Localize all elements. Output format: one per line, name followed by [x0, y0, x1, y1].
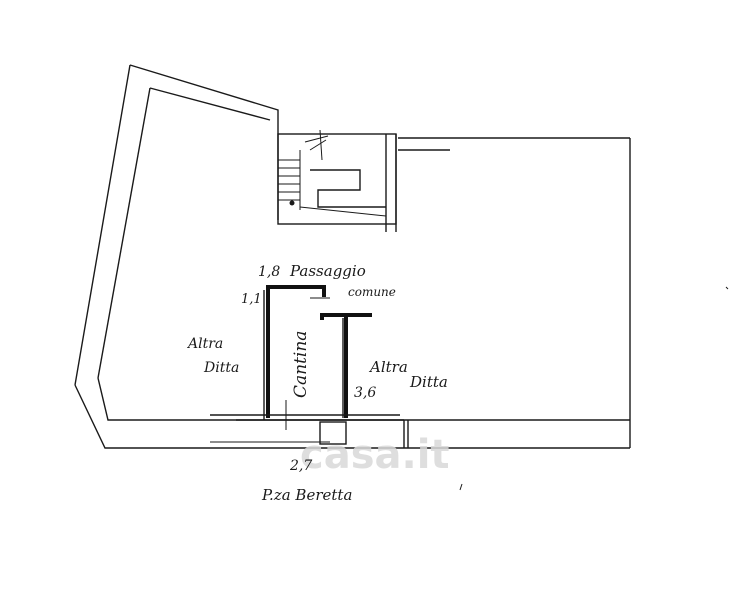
stray-mark: [725, 286, 729, 290]
stair-core: [277, 129, 397, 232]
label-ditta-right: Ditta: [409, 373, 448, 391]
label-cantina: Cantina: [291, 331, 311, 398]
entry-threshold: [210, 400, 409, 448]
stair-steps: [278, 150, 301, 210]
label-piazza: P.za Beretta: [261, 486, 352, 504]
stair-arrow-icon: [289, 129, 329, 206]
label-altra-left: Altra: [186, 336, 223, 352]
label-altra-right: Altra: [368, 358, 408, 376]
label-comune: comune: [348, 285, 396, 299]
stray-mark: [459, 483, 463, 491]
label-passaggio: Passaggio: [289, 262, 366, 280]
label-ditta-left: Ditta: [203, 360, 239, 376]
cantina-walls: [263, 285, 372, 420]
dimension-side: 1,1: [241, 292, 262, 307]
dimension-depth: 3,6: [354, 385, 376, 401]
watermark: casa.it: [300, 432, 450, 478]
dimension-width: 2,7: [289, 458, 312, 474]
building-outline: [74, 64, 631, 449]
dimension-top: 1,8: [258, 264, 280, 280]
